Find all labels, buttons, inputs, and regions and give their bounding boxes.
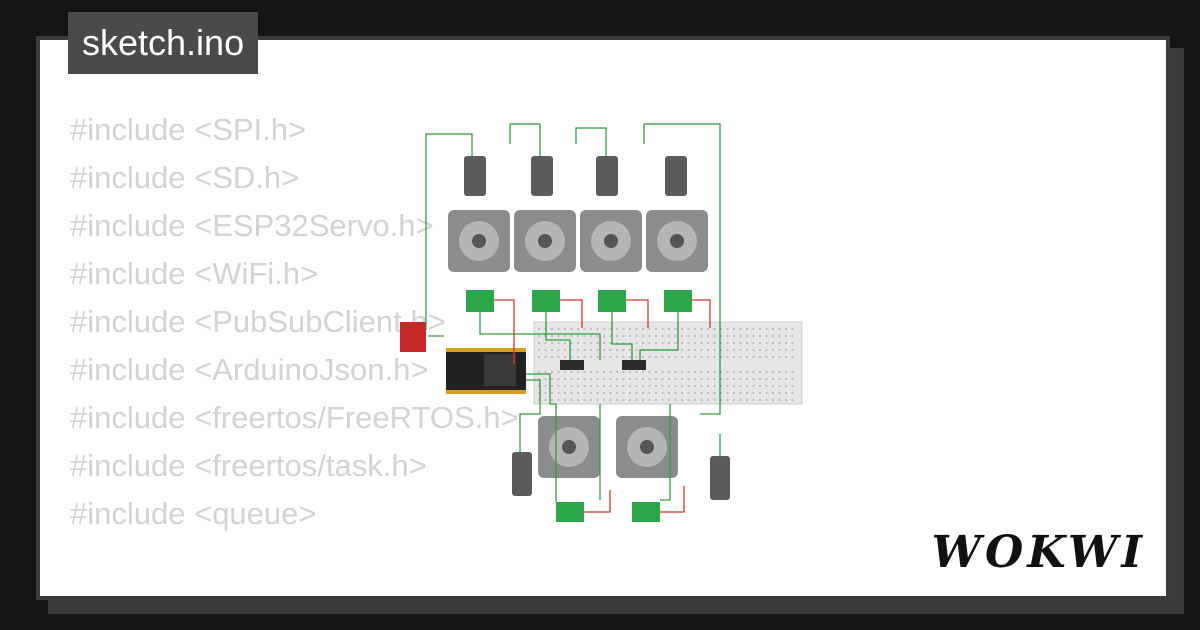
wokwi-logo: WOKWI — [931, 527, 1146, 578]
stepper-motor-top — [448, 210, 708, 272]
code-line: #include <WiFi.h> — [70, 256, 319, 291]
sd-card-module — [400, 322, 426, 352]
code-line: #include <SPI.h> — [70, 112, 307, 147]
stepper-driver-bottom — [556, 502, 660, 522]
code-line: #include <ArduinoJson.h> — [70, 352, 429, 387]
breadboard — [533, 321, 803, 405]
preview-card: #include <SPI.h> #include <SD.h> #includ… — [36, 36, 1170, 600]
code-line: #include <SD.h> — [70, 160, 300, 195]
servo-bottom — [512, 452, 730, 500]
stepper-driver-top — [466, 290, 692, 312]
wire — [425, 123, 721, 513]
circuit-diagram — [400, 123, 803, 522]
esp32-board — [446, 348, 526, 394]
code-line: #include <freertos/task.h> — [70, 448, 427, 483]
servo-top — [464, 156, 687, 196]
ic-chip — [560, 360, 646, 370]
code-line: #include <freertos/FreeRTOS.h> — [70, 400, 519, 435]
code-line — [70, 538, 519, 586]
code-editor: #include <SPI.h> #include <SD.h> #includ… — [70, 106, 519, 596]
code-line: #include <ESP32Servo.h> — [70, 208, 434, 243]
code-line: #define dirPin1 ... — [70, 586, 519, 596]
code-line: #include <queue> — [70, 496, 317, 531]
stepper-motor-bottom — [538, 416, 678, 478]
file-tab[interactable]: sketch.ino — [68, 12, 259, 74]
